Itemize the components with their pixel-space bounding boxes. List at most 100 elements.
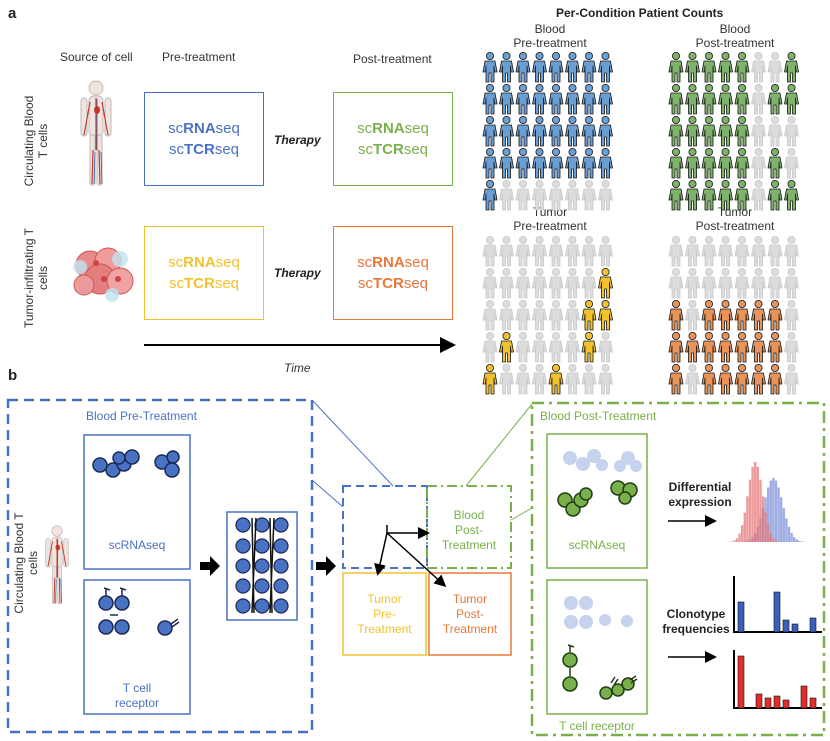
person-icon — [701, 300, 717, 331]
zoom-line-blue-2 — [311, 479, 344, 508]
histogram-bar-blue — [767, 487, 770, 542]
person-icon — [565, 180, 580, 211]
histogram-bar-red — [741, 525, 744, 542]
histogram-bar-red — [761, 496, 765, 542]
scrnaseq-box-post — [546, 433, 648, 569]
person-icon — [767, 84, 783, 115]
person-icon — [701, 148, 717, 179]
person-icon — [499, 84, 514, 115]
person-icon — [532, 52, 547, 83]
person-icon — [751, 300, 766, 331]
histogram-bar-red — [759, 479, 762, 542]
clonotype-axes — [733, 650, 822, 709]
person-icon — [499, 52, 514, 83]
zoom-line-blue-1 — [311, 399, 394, 487]
scrnaseq-label-pre: scRNAseq — [108, 538, 166, 552]
panel-b-letter: b — [8, 367, 18, 384]
person-icon — [532, 148, 547, 179]
matrix-lines — [251, 517, 275, 614]
tumor-pre-box: scRNAseq scTCRseq — [144, 226, 264, 320]
person-icon — [685, 84, 700, 115]
clonotype-bar — [773, 591, 781, 633]
person-icon — [718, 52, 733, 83]
person-icon — [482, 236, 498, 267]
matrix-cells — [235, 517, 289, 614]
tcr-box-pre — [83, 579, 191, 715]
person-icon — [734, 52, 750, 83]
person-icon — [767, 180, 783, 211]
person-icon — [751, 268, 766, 299]
tcr-box-post — [546, 579, 648, 715]
person-icon — [668, 148, 684, 179]
person-icon — [499, 116, 514, 147]
person-icon — [718, 236, 733, 267]
person-icon — [668, 236, 684, 267]
person-icon — [767, 236, 783, 267]
histogram-bar-blue — [798, 540, 801, 542]
person-icon — [548, 180, 564, 211]
person-icon — [499, 148, 514, 179]
person-icon — [598, 332, 613, 363]
person-icon — [685, 268, 700, 299]
clonotype-bar-charts — [733, 576, 822, 709]
person-icon — [581, 116, 597, 147]
histogram-bar-blue — [772, 478, 775, 542]
person-icon — [598, 300, 613, 331]
histogram-bar-blue — [774, 480, 778, 542]
person-icon — [784, 84, 799, 115]
scrnaseq-label-post: scRNAseq — [568, 538, 626, 552]
clonotype-bar — [773, 695, 781, 709]
person-icon — [598, 364, 613, 395]
blood-post-treatment-label: Blood Post-Treatment — [540, 409, 657, 423]
person-icon — [499, 268, 514, 299]
person-icon — [767, 332, 783, 363]
person-icon — [532, 116, 547, 147]
person-icon — [718, 332, 733, 363]
person-icon — [565, 116, 580, 147]
blood-post-box: scRNAseq scTCRseq — [333, 92, 453, 186]
person-icon — [482, 148, 498, 179]
histogram-bar-blue — [782, 508, 785, 542]
person-icon — [598, 180, 613, 211]
person-icon — [598, 116, 613, 147]
histogram-bar-blue — [780, 497, 783, 542]
person-icon — [701, 180, 717, 211]
person-icon — [482, 84, 498, 115]
person-icon — [499, 180, 514, 211]
person-icon — [482, 364, 498, 395]
person-icon — [751, 332, 766, 363]
person-icon — [581, 332, 597, 363]
clonotype-bar — [737, 601, 745, 633]
person-icon — [734, 180, 750, 211]
zoom-line-green-1 — [465, 403, 533, 487]
person-icon — [548, 84, 564, 115]
person-icon — [532, 332, 547, 363]
person-icon — [718, 148, 733, 179]
person-icon — [734, 84, 750, 115]
person-icon — [718, 268, 733, 299]
person-icon — [734, 364, 750, 395]
person-icon — [515, 84, 531, 115]
person-icon — [718, 364, 733, 395]
person-icon — [548, 364, 564, 395]
person-icon — [685, 332, 700, 363]
clonotype-bar — [800, 685, 808, 709]
person-icon — [598, 148, 613, 179]
person-icon — [668, 52, 684, 83]
histogram-bar-red — [733, 540, 736, 542]
person-icon — [751, 148, 766, 179]
person-icon — [701, 332, 717, 363]
person-icon — [685, 116, 700, 147]
matrix-box — [226, 511, 298, 621]
person-icon — [734, 332, 750, 363]
green-receptors — [567, 644, 638, 686]
person-icon — [482, 52, 498, 83]
panel-a-letter: a — [8, 5, 17, 22]
person-icon — [499, 332, 514, 363]
person-icon — [701, 236, 717, 267]
person-icon — [581, 268, 597, 299]
differential-expression-histogram — [728, 462, 806, 542]
